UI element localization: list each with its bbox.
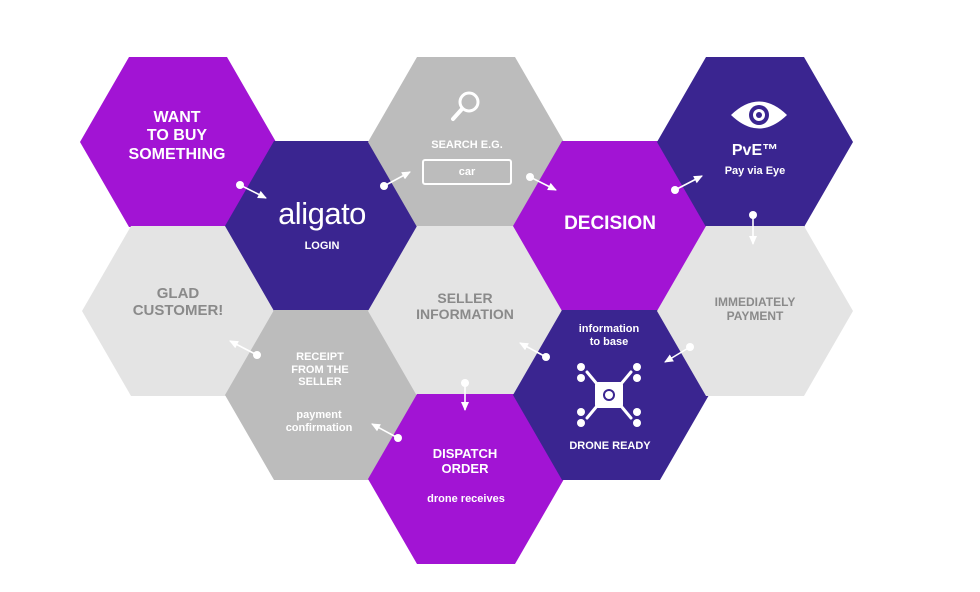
drone-ready-label: DRONE READY [569,440,651,452]
arrow-search-to-decision [526,173,557,191]
arrow-login-to-search [380,171,411,190]
receipt-line-4: payment [296,409,342,421]
aligato-logo: aligato [278,196,366,231]
receipt-line-3: SELLER [298,376,342,389]
arrow-payment-to-drone [664,343,694,363]
drone-info-text: information to base [579,323,640,348]
seller-line-2: INFORMATION [416,306,514,323]
want-line-1: WANT [153,109,201,126]
dispatch-note: drone receives [427,493,505,505]
pve-subtitle: Pay via Eye [724,165,786,177]
drone-line-1: information [578,323,640,335]
receipt-line-2: FROM THE [291,363,349,376]
hex-pve [657,57,853,227]
want-line-3: SOMETHING [128,145,226,163]
login-label: LOGIN [304,240,340,252]
receipt-note: payment confirmation [286,409,353,434]
dispatch-line-1: DISPATCH [432,446,498,461]
want-to-buy-text: WANT TO BUY SOMETHING [129,109,226,164]
arrow-want-to-login [236,181,267,199]
glad-line-1: GLAD [156,285,200,302]
arrow-receipt-to-glad [229,340,261,359]
arrow-drone-to-seller [519,342,550,361]
receipt-title: RECEIPT FROM THE SELLER [291,351,348,389]
glad-line-2: CUSTOMER! [132,302,224,320]
arrow-pve-to-payment [749,211,757,245]
glad-customer-text: GLAD CUSTOMER! [133,285,224,320]
arrow-dispatch-to-receipt [371,423,402,442]
arrow-seller-to-dispatch [461,379,469,411]
receipt-line-1: RECEIPT [296,351,344,363]
search-label: SEARCH E.G. [431,139,503,151]
seller-line-1: SELLER [437,290,493,306]
dispatch-order-text: DISPATCH ORDER [432,446,498,477]
seller-information-text: SELLER INFORMATION [416,290,514,322]
search-input[interactable]: car [422,159,512,185]
payment-line-1: IMMEDIATELY [714,295,796,309]
drone-line-2: to base [589,335,629,348]
immediately-payment-text: IMMEDIATELY PAYMENT [714,295,796,324]
dispatch-line-2: ORDER [441,460,489,476]
payment-line-2: PAYMENT [726,308,784,323]
hex-immediately-payment [657,226,853,396]
pve-title: PvE™ [731,142,779,159]
receipt-line-5: confirmation [285,421,353,434]
arrow-decision-to-pve [671,175,703,194]
decision-label: DECISION [564,213,656,234]
want-line-2: TO BUY [146,127,208,145]
